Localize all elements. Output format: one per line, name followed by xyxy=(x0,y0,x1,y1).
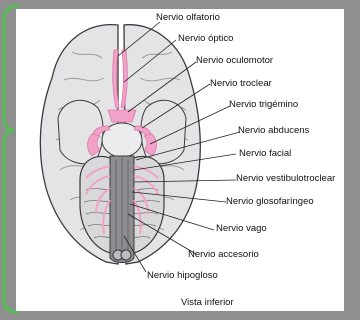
label-nervio-abducens: Nervio abducens xyxy=(238,125,309,136)
label-nervio-optico: Nervio óptico xyxy=(178,33,233,44)
label-nervio-hipogloso: Nervio hipogloso xyxy=(147,270,218,281)
label-nervio-glosofaringeo: Nervio glosofaríngeo xyxy=(226,196,314,207)
caption-vista-inferior: Vista inferior xyxy=(181,297,234,308)
label-nervio-oculomotor: Nervio oculomotor xyxy=(196,55,273,66)
label-nervio-troclear: Nervio troclear xyxy=(210,78,272,89)
label-nervio-vestibulotroclear: Nervio vestibulotroclear xyxy=(236,173,335,184)
label-nervio-olfatorio: Nervio olfatorio xyxy=(156,12,220,23)
label-nervio-accesorio: Nervio accesorio xyxy=(188,249,259,260)
label-nervio-trigemino: Nervio trigémino xyxy=(229,99,298,110)
label-nervio-vago: Nervio vago xyxy=(216,223,267,234)
label-nervio-facial: Nervio facial xyxy=(239,148,291,159)
